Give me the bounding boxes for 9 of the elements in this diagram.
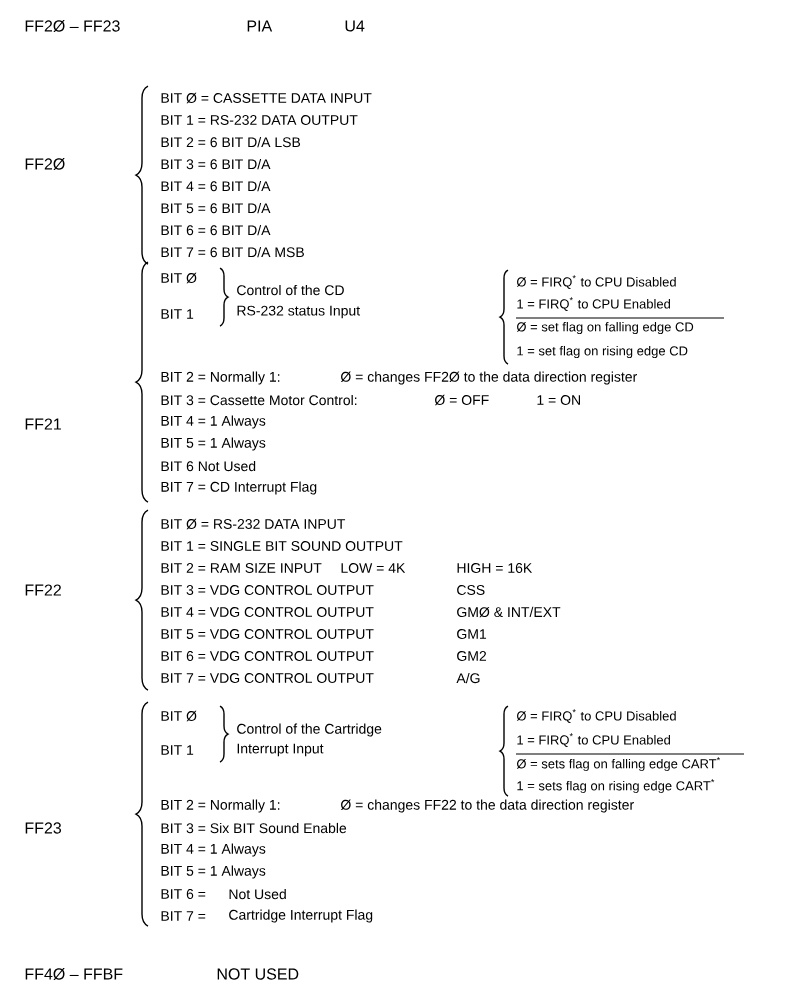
address-label: NOT USED [217, 968, 299, 980]
address-label: FF2Ø [25, 158, 65, 170]
address-label: FF23 [25, 822, 62, 834]
address-label: FF22 [25, 584, 61, 596]
address-label: FF21 [25, 418, 61, 430]
address-label: PIA [247, 20, 273, 32]
address-label: FF2Ø – FF23 [25, 20, 120, 32]
address-label: U4 [345, 20, 365, 32]
address-label: FF4Ø – FFBF [25, 968, 123, 980]
